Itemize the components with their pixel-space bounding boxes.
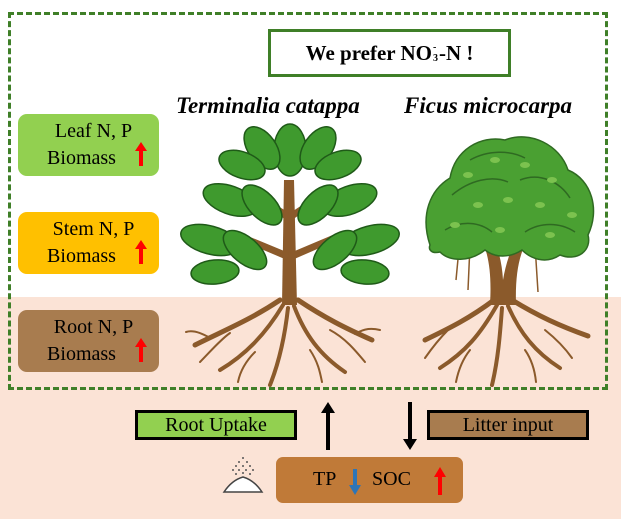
stem-box-line1: Stem N, P	[52, 218, 135, 240]
leaf-box-line1: Leaf N, P	[54, 120, 133, 142]
stem-nutrient-box: Stem N, P Biomass	[18, 212, 159, 274]
species-label-ficus: Ficus microcarpa	[404, 93, 573, 118]
up-arrow-icon	[135, 142, 147, 166]
up-arrow-icon	[135, 338, 147, 362]
up-arrow-icon	[434, 467, 446, 495]
preference-headline: We prefer NO-3-N !	[268, 29, 511, 77]
headline-superscript: -	[432, 42, 437, 53]
root-box-line2: Biomass	[47, 343, 116, 365]
leaf-nutrient-box: Leaf N, P Biomass	[18, 114, 159, 176]
soc-label: SOC	[372, 468, 411, 490]
headline-text: We prefer NO	[305, 40, 432, 65]
root-box-line1: Root N, P	[53, 316, 134, 338]
headline-tail: -N !	[438, 40, 474, 65]
tp-label: TP	[313, 468, 337, 490]
root-uptake-label: Root Uptake	[135, 410, 297, 440]
headline-subscript: 3	[432, 53, 438, 64]
down-arrow-icon	[349, 469, 361, 495]
litter-arrow-icon	[403, 402, 417, 450]
terminalia-roots	[185, 297, 381, 387]
stem-box-line2: Biomass	[47, 245, 116, 267]
ficus-roots	[422, 297, 591, 387]
uptake-arrow-icon	[321, 402, 335, 450]
plant-boundary-frame	[8, 12, 608, 390]
species-label-terminalia: Terminalia catappa	[176, 93, 360, 118]
terminalia-leaves	[180, 123, 400, 285]
soil-sand-icon	[222, 457, 264, 493]
soil-pool-box: TP SOC	[276, 457, 463, 503]
up-arrow-icon	[135, 240, 147, 264]
litter-input-label: Litter input	[427, 410, 589, 440]
leaf-box-line2: Biomass	[47, 147, 116, 169]
root-nutrient-box: Root N, P Biomass	[18, 310, 159, 372]
ficus-canopy	[425, 136, 595, 261]
